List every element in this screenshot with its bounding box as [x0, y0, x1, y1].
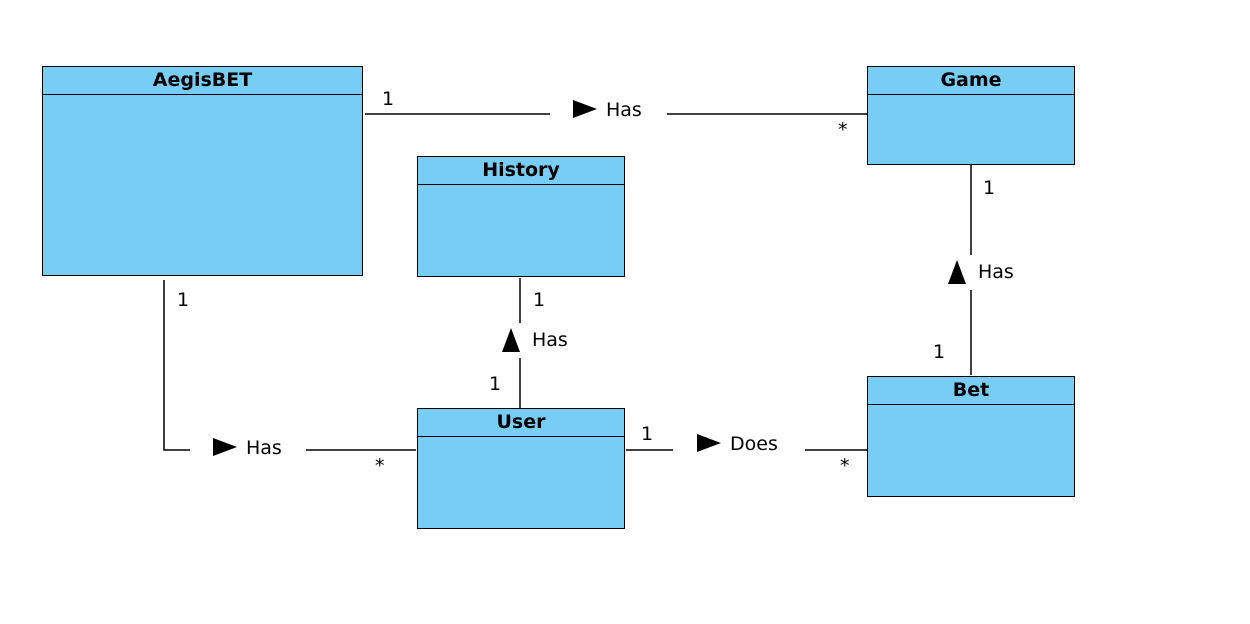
aegisbet-game-label: Has — [606, 99, 642, 121]
aegisbet-game-direction-arrow-icon — [573, 100, 597, 118]
class-user[interactable]: User — [417, 408, 625, 529]
bet-game-direction-arrow-icon — [948, 260, 966, 284]
class-history-name: History — [418, 157, 624, 185]
aegisbet-user-line-left — [163, 280, 190, 451]
aegisbet-user-label: Has — [246, 437, 282, 459]
bet-game-target-multiplicity: 1 — [983, 177, 996, 199]
aegisbet-game-target-multiplicity: * — [838, 119, 848, 141]
user-history-label: Has — [532, 329, 568, 351]
aegisbet-user-source-multiplicity: 1 — [177, 289, 190, 311]
class-user-name: User — [418, 409, 624, 437]
user-history-direction-arrow-icon — [502, 328, 520, 352]
aegisbet-user-target-multiplicity: * — [375, 455, 385, 477]
bet-game-label: Has — [978, 261, 1014, 283]
class-game[interactable]: Game — [867, 66, 1075, 165]
class-aegisbet[interactable]: AegisBET — [42, 66, 363, 276]
user-bet-direction-arrow-icon — [697, 434, 721, 452]
bet-game-source-multiplicity: 1 — [933, 341, 946, 363]
aegisbet-game-source-multiplicity: 1 — [382, 88, 395, 110]
user-history-target-multiplicity: 1 — [533, 289, 546, 311]
class-bet[interactable]: Bet — [867, 376, 1075, 497]
user-bet-target-multiplicity: * — [840, 455, 850, 477]
user-history-source-multiplicity: 1 — [489, 373, 502, 395]
user-bet-label: Does — [730, 433, 778, 455]
user-bet-source-multiplicity: 1 — [641, 423, 654, 445]
class-aegisbet-name: AegisBET — [43, 67, 362, 95]
class-game-name: Game — [868, 67, 1074, 95]
class-bet-name: Bet — [868, 377, 1074, 405]
class-history[interactable]: History — [417, 156, 625, 277]
aegisbet-user-direction-arrow-icon — [213, 438, 237, 456]
